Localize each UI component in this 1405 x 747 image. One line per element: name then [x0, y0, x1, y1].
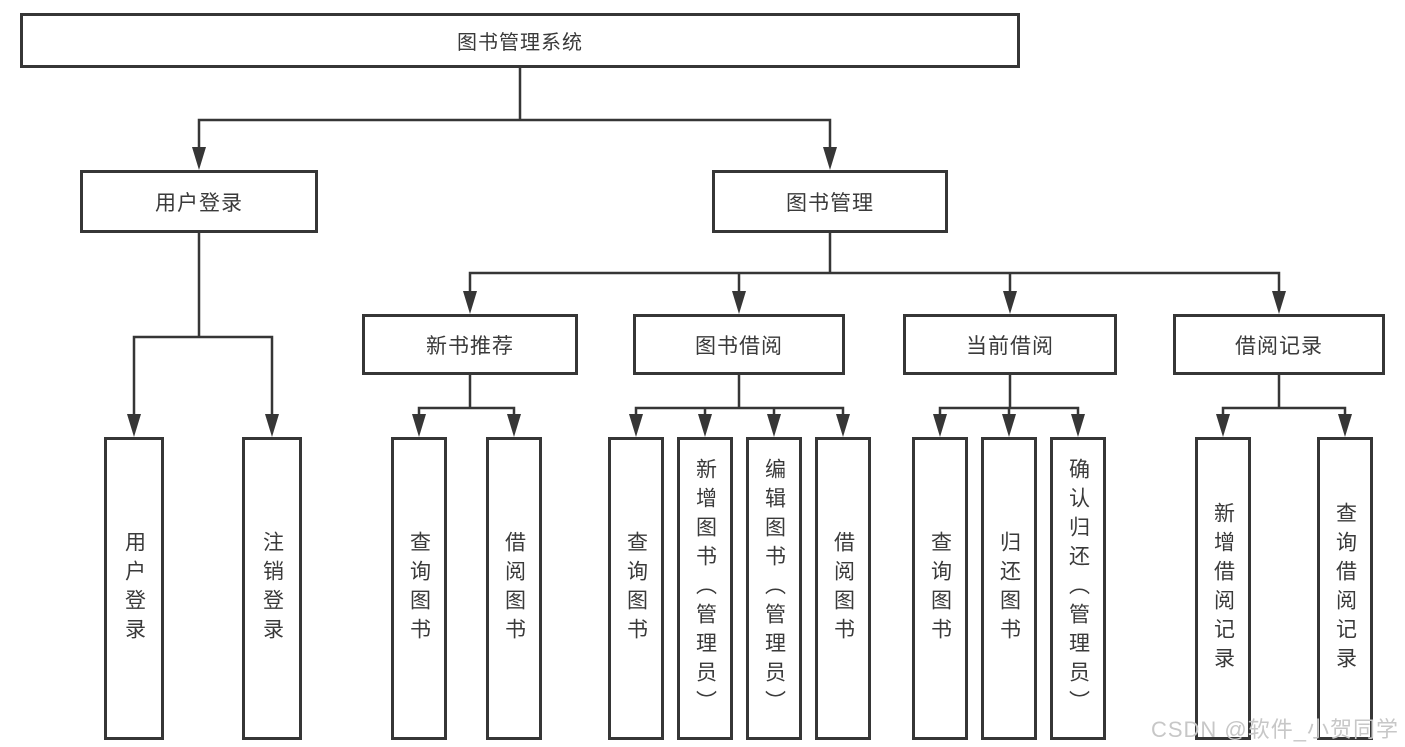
leaf-query-books-current-label: 查询图书 — [928, 530, 952, 647]
tree-edges — [132, 68, 1347, 417]
leaf-borrow-books-label: 借阅图书 — [831, 530, 855, 647]
leaf-user-login: 用户登录 — [104, 437, 164, 740]
leaf-query-books-borrowing: 查询图书 — [608, 437, 664, 740]
leaf-logout: 注销登录 — [242, 437, 302, 740]
leaf-add-borrow-record-label: 新增借阅记录 — [1211, 501, 1235, 676]
leaf-query-books-recommend: 查询图书 — [391, 437, 447, 740]
leaf-add-books-admin-label: 新增图书（管理员） — [693, 458, 717, 719]
leaf-borrow-books-recommend-label: 借阅图书 — [502, 530, 526, 647]
leaf-edit-books-admin: 编辑图书（管理员） — [746, 437, 802, 740]
node-book-borrowing: 图书借阅 — [633, 314, 845, 375]
leaf-return-books: 归还图书 — [981, 437, 1037, 740]
leaf-user-login-label: 用户登录 — [122, 530, 146, 647]
leaf-return-books-label: 归还图书 — [997, 530, 1021, 647]
node-new-book-recommendation: 新书推荐 — [362, 314, 578, 375]
node-borrowing-records: 借阅记录 — [1173, 314, 1385, 375]
leaf-query-borrow-record-label: 查询借阅记录 — [1333, 501, 1357, 676]
leaf-query-books-borrowing-label: 查询图书 — [624, 530, 648, 647]
leaf-borrow-books-recommend: 借阅图书 — [486, 437, 542, 740]
leaf-add-borrow-record: 新增借阅记录 — [1195, 437, 1251, 740]
leaf-confirm-return-admin: 确认归还（管理员） — [1050, 437, 1106, 740]
leaf-logout-label: 注销登录 — [260, 530, 284, 647]
node-user-login: 用户登录 — [80, 170, 318, 233]
leaf-borrow-books: 借阅图书 — [815, 437, 871, 740]
node-library-management-system: 图书管理系统 — [20, 13, 1020, 68]
leaf-add-books-admin: 新增图书（管理员） — [677, 437, 733, 740]
node-current-borrowing: 当前借阅 — [903, 314, 1117, 375]
leaf-query-books-recommend-label: 查询图书 — [407, 530, 431, 647]
leaf-query-books-current: 查询图书 — [912, 437, 968, 740]
leaf-confirm-return-admin-label: 确认归还（管理员） — [1066, 458, 1090, 719]
leaf-edit-books-admin-label: 编辑图书（管理员） — [762, 458, 786, 719]
leaf-query-borrow-record: 查询借阅记录 — [1317, 437, 1373, 740]
node-book-management: 图书管理 — [712, 170, 948, 233]
arrowheads — [127, 147, 1352, 437]
